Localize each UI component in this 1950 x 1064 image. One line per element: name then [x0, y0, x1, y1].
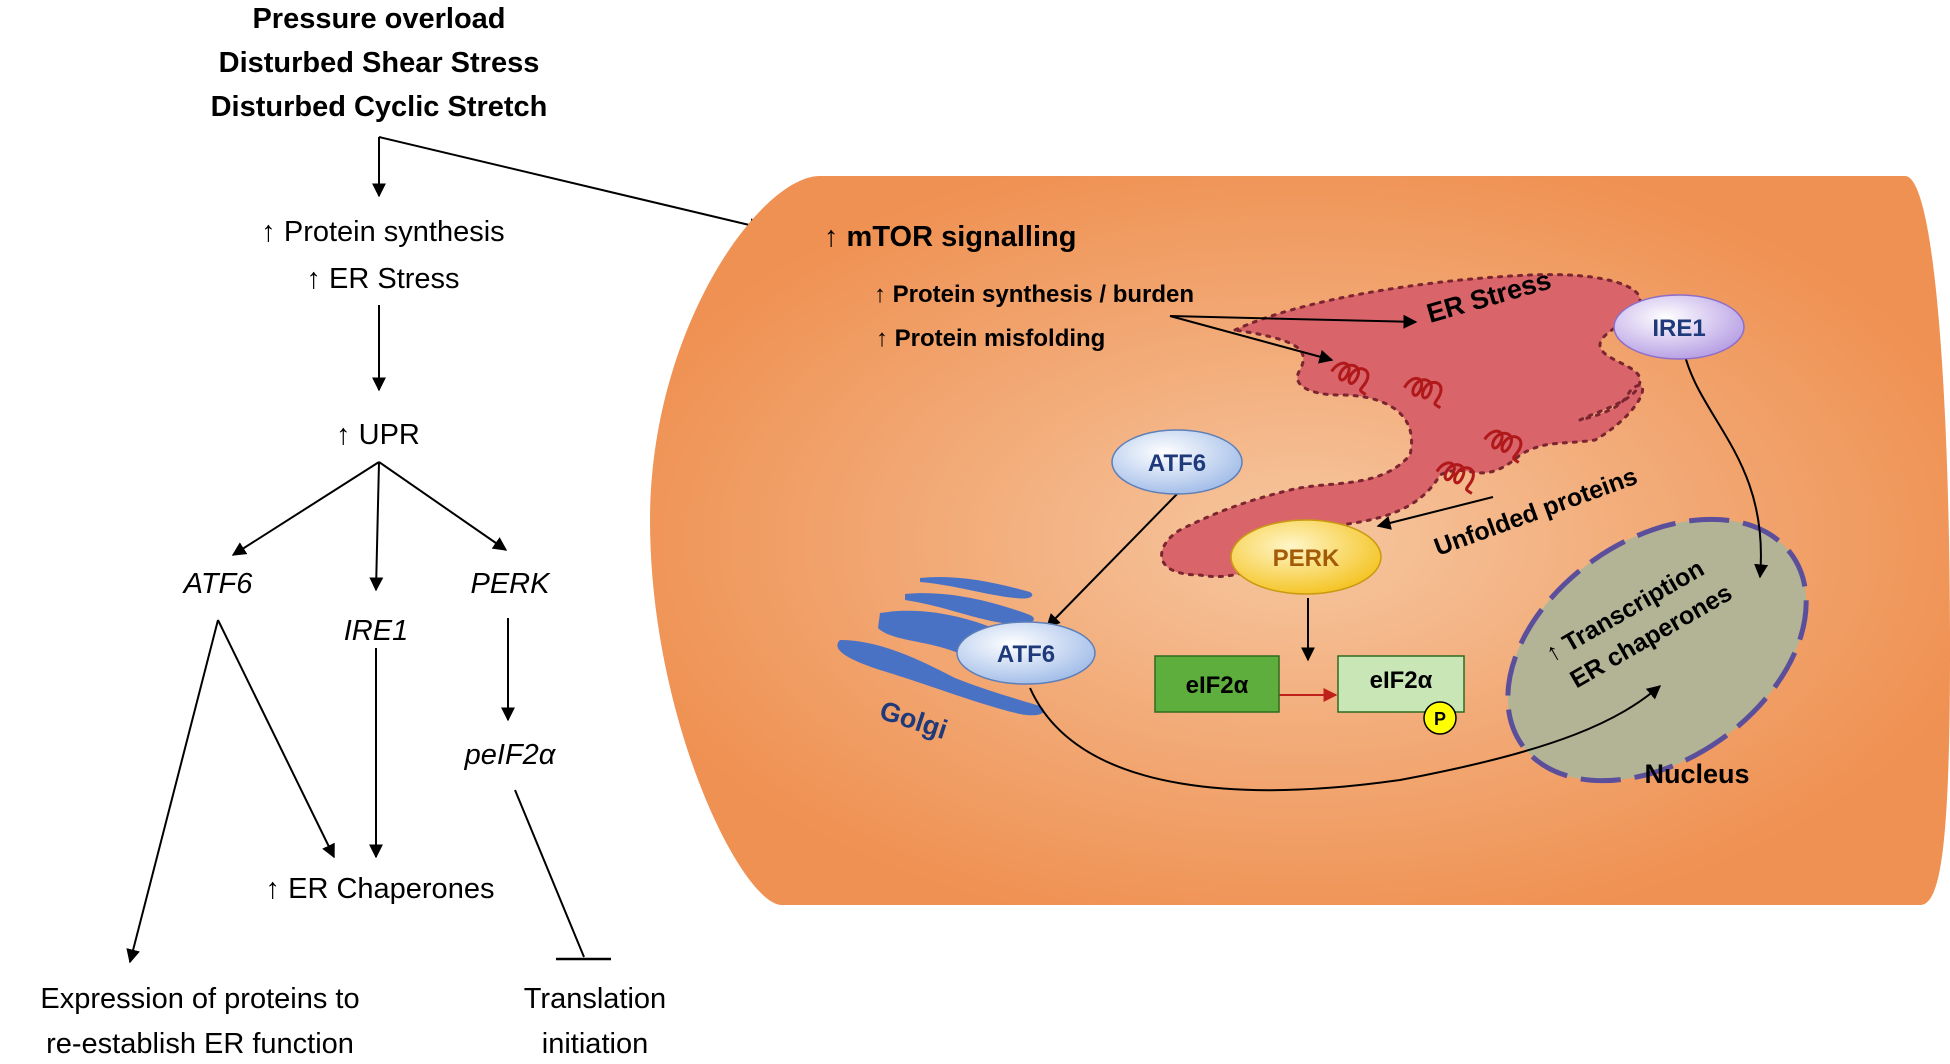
ire1-branch-label: IRE1: [344, 615, 408, 647]
perk-branch-label: PERK: [471, 568, 552, 600]
arrow-icon: [1169, 315, 1334, 364]
cell-arrows: [1029, 314, 1769, 792]
arrow-icon: [378, 136, 764, 232]
atf6-branch-label: ATF6: [182, 568, 254, 600]
eif2a-box: eIF2α: [1154, 655, 1280, 713]
expression-label-line2: re-establish ER function: [46, 1028, 354, 1060]
inhibition-line: [514, 789, 585, 958]
arrow-icon: [1029, 685, 1662, 792]
er-stress-label: ↑ ER Stress: [306, 263, 459, 295]
peif2a-label: peIF2α: [464, 739, 557, 771]
eif2a-p-label: eIF2α: [1370, 667, 1433, 694]
phospho-icon: [1423, 701, 1457, 735]
misfolding-label: ↑ Protein misfolding: [876, 325, 1105, 352]
nucleus: [1505, 516, 1809, 784]
arrow-icon: [378, 461, 508, 551]
arrow-icon: [1046, 493, 1178, 629]
phospho-label: P: [1434, 709, 1446, 729]
arrow-icon: [1683, 351, 1769, 579]
mtor-label: ↑ mTOR signalling: [824, 221, 1076, 253]
protein-burden-label: ↑ Protein synthesis / burden: [874, 281, 1194, 308]
ire1-oval: IRE1: [1613, 294, 1745, 360]
arrow-icon: [1376, 496, 1494, 530]
er-chaperones-label: ↑ ER Chaperones: [266, 873, 495, 905]
nucleus-label: Nucleus: [1644, 759, 1749, 789]
atf6-er-oval: ATF6: [1111, 429, 1243, 495]
atf6-er-label: ATF6: [1148, 450, 1206, 477]
stimulus-pressure-overload: Pressure overload: [252, 3, 505, 35]
stimuli-block: Pressure overload Disturbed Shear Stress…: [211, 3, 548, 123]
atf6-golgi-label: ATF6: [997, 641, 1055, 668]
protein-synthesis-label: ↑ Protein synthesis: [261, 216, 504, 248]
expression-label-line1: Expression of proteins to: [40, 983, 359, 1015]
perk-oval: PERK: [1230, 519, 1382, 595]
arrow-icon: [126, 619, 219, 964]
arrow-icon: [217, 619, 335, 859]
stimulus-shear-stress: Disturbed Shear Stress: [219, 47, 540, 79]
atf6-golgi-oval: ATF6: [956, 621, 1096, 685]
left-pathway-labels: ↑ Protein synthesis ↑ ER Stress ↑ UPR AT…: [40, 216, 666, 1060]
arrow-icon: [231, 461, 380, 556]
stimulus-cyclic-stretch: Disturbed Cyclic Stretch: [211, 91, 548, 123]
endoplasmic-reticulum: [1160, 273, 1645, 578]
translation-label-line1: Translation: [524, 983, 666, 1015]
perk-cell-label: PERK: [1273, 545, 1340, 572]
eif2a-label: eIF2α: [1186, 672, 1249, 699]
arrow-icon: [1169, 314, 1418, 329]
upr-label: ↑ UPR: [336, 419, 420, 451]
arrow-icon: [369, 461, 384, 592]
ire1-cell-label: IRE1: [1652, 315, 1705, 342]
left-arrows: [126, 136, 764, 964]
translation-label-line2: initiation: [542, 1028, 648, 1060]
eif2a-p-box: eIF2α P: [1337, 655, 1465, 735]
